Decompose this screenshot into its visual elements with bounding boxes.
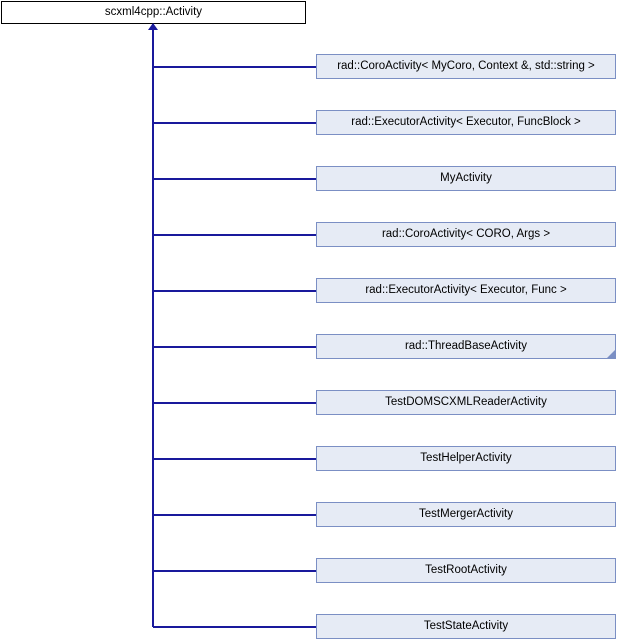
- class-node-label: rad::ExecutorActivity< Executor, FuncBlo…: [351, 115, 581, 128]
- class-node-label: rad::CoroActivity< MyCoro, Context &, st…: [337, 59, 595, 72]
- class-node-derived[interactable]: rad::CoroActivity< CORO, Args >: [316, 222, 616, 247]
- class-node-derived[interactable]: TestMergerActivity: [316, 502, 616, 527]
- class-node-derived[interactable]: TestRootActivity: [316, 558, 616, 583]
- connector-branch: [153, 289, 316, 292]
- class-node-label: rad::ThreadBaseActivity: [404, 339, 528, 352]
- class-node-label: TestRootActivity: [425, 563, 507, 576]
- connector-branch: [153, 233, 316, 236]
- class-node-label: rad::ExecutorActivity< Executor, Func >: [365, 283, 567, 296]
- connector-branch: [153, 65, 316, 68]
- connector-branch: [153, 457, 316, 460]
- class-node-derived[interactable]: TestDOMSCXMLReaderActivity: [316, 390, 616, 415]
- connector-branch: [153, 121, 316, 124]
- class-node-label: TestMergerActivity: [419, 507, 513, 520]
- class-node-derived[interactable]: rad::CoroActivity< MyCoro, Context &, st…: [316, 54, 616, 79]
- connector-branch: [153, 625, 316, 628]
- class-node-label: TestHelperActivity: [420, 451, 512, 464]
- class-node-derived[interactable]: MyActivity: [316, 166, 616, 191]
- class-node-derived[interactable]: TestHelperActivity: [316, 446, 616, 471]
- class-node-derived[interactable]: rad::ThreadBaseActivity: [316, 334, 616, 359]
- class-node-label: TestDOMSCXMLReaderActivity: [385, 395, 547, 408]
- class-node-label: MyActivity: [440, 171, 492, 184]
- class-node-derived[interactable]: TestStateActivity: [316, 614, 616, 639]
- class-node-derived[interactable]: rad::ExecutorActivity< Executor, Func >: [316, 278, 616, 303]
- connector-branch: [153, 513, 316, 516]
- connector-branch: [153, 345, 316, 348]
- connector-branch: [153, 177, 316, 180]
- class-node-label: scxml4cpp::Activity: [104, 5, 203, 18]
- class-node-label: rad::CoroActivity< CORO, Args >: [381, 227, 551, 240]
- connector-branch: [153, 401, 316, 404]
- connector-branch: [153, 569, 316, 572]
- class-node-root[interactable]: scxml4cpp::Activity: [1, 1, 306, 24]
- class-node-label: TestStateActivity: [423, 619, 509, 632]
- connector-trunk: [152, 24, 154, 627]
- class-node-derived[interactable]: rad::ExecutorActivity< Executor, FuncBlo…: [316, 110, 616, 135]
